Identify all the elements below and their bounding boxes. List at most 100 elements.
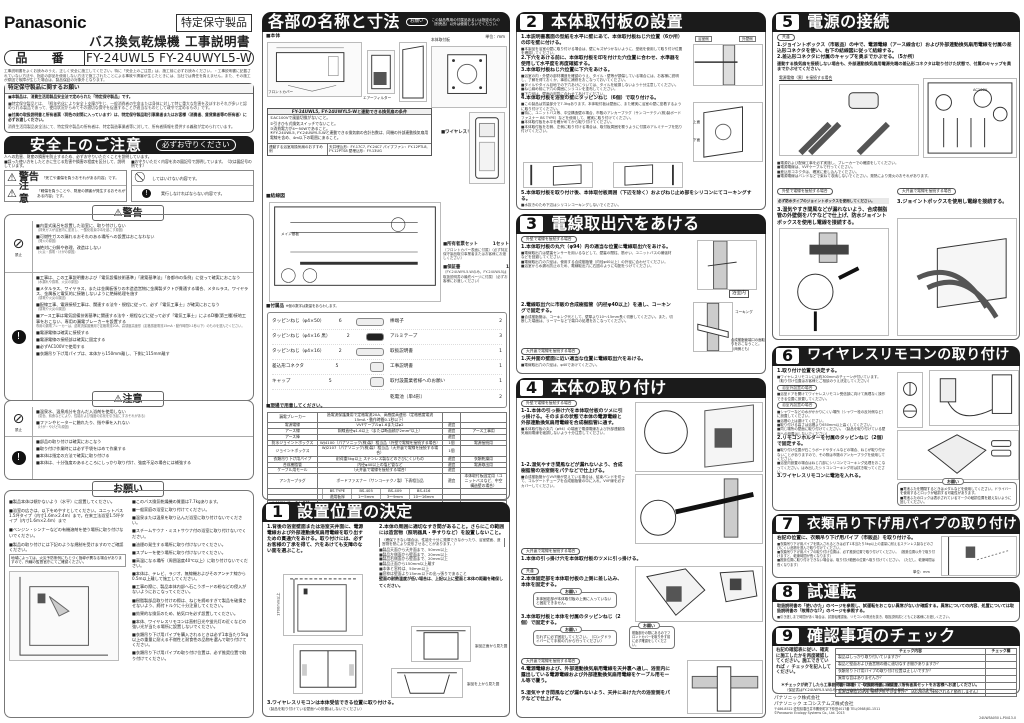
- s2-steps: 1.本説明書裏面の型紙を水平に壁にあて、本体取付板ねじ穴位置（6か所）の印を壁に…: [521, 35, 683, 134]
- s4-mount-figure: [635, 566, 763, 622]
- parts-names-panel: ■本体 単位：mm フロントカバー エアーフィルター 本体取付板 FY-24UW…: [262, 32, 510, 517]
- warning-item: ■メタルラス、ワイヤラス、または金属板張りの木造造営物に金属製ダクトが貫通する場…: [36, 286, 249, 301]
- column-4: 5 電源の接続 共通 1.ジョイントボックス（市販品）の中で、電源電線（アース線…: [772, 4, 1020, 720]
- model-label: 品 番: [5, 50, 85, 66]
- warning-item: ■電源電線は確実に接続する: [36, 329, 89, 335]
- anchor-cell: BS-409: [380, 489, 409, 495]
- outer-connection-tag: 外壁で電線を接続する場合: [521, 400, 577, 407]
- section-title: 電源の接続: [807, 12, 890, 31]
- s3-hole-figure: [697, 240, 757, 290]
- caution-mandatory-row: ! ■部品の取り付けは確実におこなう ■取り付け作業時には必ず手袋をはめて作業す…: [5, 437, 253, 479]
- warning-box: ⊘禁止 ■内釜式風呂を設置した浴室に、取り付けしない（排気ガスが浴室内に逆流し、…: [4, 214, 254, 401]
- ceiling-connection-tag: 天井裏で電線を接続する場合: [521, 658, 581, 665]
- accessories-note: ※個の数字は数量をあらわします。: [285, 304, 339, 308]
- s4-step2-request: お願い 本体固定部が本体取付板の上側に入っていないと固定できません。: [533, 588, 617, 608]
- body-label: ■本体: [266, 34, 281, 39]
- special-product-badge: 特定保守製品: [176, 14, 252, 32]
- s5-notes: ■電源および配線工事を必ず実施し、ブレーカーでの確認をしてください。 ■電源電線…: [777, 161, 931, 179]
- warranty-qty: 1: [505, 264, 509, 270]
- s5-connector-figure: [779, 84, 919, 156]
- wall-figure: [399, 42, 427, 102]
- section-4-panel: 外壁で電線を接続する場合 1-1.本体の引っ掛け穴を本体取付板のツメに引っ掛ける…: [516, 398, 766, 718]
- warranty-note: （FY-24UWYL5-Wのみ。FY-24UWL5は取扱説明書の最終ページに付属…: [443, 270, 508, 283]
- request-item: ■本体、ワイヤレスリモコンは直射日光や蛍光灯の近くなどの強い光が当たる場所に設置…: [132, 618, 247, 629]
- check-cell[interactable]: [985, 667, 1017, 676]
- anchor-cell: 1〜5mm: [351, 494, 380, 500]
- safety-title: 安全上のご注意: [30, 135, 143, 154]
- s4-hook-figure: [635, 402, 763, 472]
- section-4-header: 4 本体の取り付け: [516, 378, 766, 398]
- wiring-diagram: [269, 202, 441, 302]
- request-item: ■スチームサウナ・ミストサウナ付の浴室に取り付けないでください。: [132, 528, 247, 539]
- request-item: ■スプレーを使う場所に取り付けないでください。: [132, 549, 226, 555]
- column-3: 2 本体取付板の設置 1.本説明書裏面の型紙を水平に壁にあて、本体取付板ねじ穴位…: [516, 4, 766, 719]
- check-cell[interactable]: [985, 653, 1017, 662]
- check-cell[interactable]: [985, 681, 1017, 690]
- table-cell: 過電流保護兼用で定格電流20A、高感度高速形（定格感度電流15mA・動作時間0.…: [317, 411, 443, 424]
- remote-label: ■ワイヤレスリモコン: [441, 130, 485, 135]
- s5-outer-box-figure: [779, 228, 889, 336]
- request-item: ■油煙の発生する場所に取り付けないでください。: [132, 541, 226, 547]
- request-item: ■このバス換気乾燥機の質量は7.7kgあります。: [132, 499, 221, 504]
- caution-item: ■部品の取り付けは確実におこなう: [36, 439, 102, 444]
- table-cell: 漏電ブレーカー: [267, 411, 318, 424]
- safety-legend: ⚠ 警告 「死亡や重傷を負うおそれがある内容」です。 ⚠ 注意 「軽傷を負うこと…: [4, 170, 254, 205]
- s2-plate-figure: [693, 102, 763, 162]
- pipe-note-label: 合成樹脂管端口の面取りをおこなうこと。（両側とも）: [731, 338, 765, 351]
- section-title: 本体の取り付け: [551, 378, 667, 397]
- legend-left: ■誤った使い方をしたときに生じる危害や損害の程度を区分して、説明しています。: [4, 158, 125, 169]
- section-title: 試運転: [807, 582, 857, 601]
- accessory-item: 乾電池（単4形）2: [390, 394, 502, 400]
- request-item: ■本体は、テレビ、ラジオ、無線機およびそのアンテナ線から0.5m以上離して施工し…: [132, 571, 246, 582]
- section-6-header: 6 ワイヤレスリモコンの取り付け: [772, 346, 1020, 366]
- s1-plan-figure: [293, 644, 363, 694]
- section-5-panel: 共通 1.ジョイントボックス（市販品）の中で、電源電線（アース線含む）および外部…: [772, 32, 1020, 340]
- table-cell: [442, 411, 461, 424]
- section-number: 9: [776, 628, 800, 644]
- s6-holder-figure: [929, 370, 1019, 426]
- unit-label: 単位：mm: [913, 570, 930, 574]
- request-item: ■一般家庭の浴室に取り付けてください。: [132, 507, 210, 513]
- warning-section-title: ⚠警告: [92, 205, 164, 221]
- warning-item: ■工事は、この工事説明書および「電気設備技術基準」「建築基準法」「各都市の条例」…: [36, 275, 241, 285]
- check-cell[interactable]: [985, 660, 1017, 669]
- section-title: 衣類吊り下げ用パイプの取り付け: [807, 515, 1018, 532]
- anchor-cell: BS-405: [351, 489, 380, 495]
- caution-box: ⊘禁止 ■温泉水、温泉成分を含んだ入浴剤を使用しない（変色、錆食などにより、性能…: [4, 400, 254, 480]
- model-numbers: FY-24UWL5 FY-24UWYL5-W: [85, 50, 252, 65]
- s4-step2: 2.本体固定部を本体取付板の上側に差し込み、本体を固定する。: [521, 577, 623, 588]
- s5-ceiling-box-figure: [897, 218, 1017, 336]
- outer-connection-tag: 外壁で電線を接続する場合: [777, 188, 833, 195]
- s2-step5: 5.本体取付板を取り付け後、本体取付板周囲（下辺を除く）およびねじ止め部をシリコ…: [521, 191, 752, 207]
- section-6-panel: 1.取り付け位置を決定する。 ■ワイヤレスリモコンには約300mmのチェーンが付…: [772, 366, 1020, 511]
- s9-side-text: 右記の確認表に従い、確実に施工したかを再度確認してください。施工できていれば ✓…: [776, 648, 831, 675]
- outside-tag: 浴室外設置の場合: [777, 384, 818, 392]
- accessory-item: タッピンねじ（φ4×16 黒）2: [272, 330, 384, 345]
- warning-mandatory-row: ! ■工事は、この工事説明書および「電気設備技術基準」「建築基準法」「各都市の条…: [5, 273, 253, 401]
- mandatory-icon: !: [5, 437, 33, 479]
- table-cell: [460, 445, 507, 457]
- s4-corrugated-figure: [635, 474, 763, 544]
- requests-box: ■製品本体は傾かないよう（水平）に設置してください。 ■浴室の広さは、以下をめや…: [4, 490, 254, 718]
- sm-item: ■特定保守製品とは、「経年劣化により安全上支障が生じ、一般消費者の生命または身体…: [8, 100, 247, 111]
- s2-alu-figure-right: [613, 162, 683, 188]
- request-item: ■ベンジン・シンナーなどの有機溶剤を使う場所に取り付けないでください。: [9, 527, 124, 538]
- caution-item: ■ファンやヒーターに触れたり、指や棒を入れない（けが・やけどの原因）: [36, 420, 130, 430]
- warning-item: ■内釜式風呂を設置した浴室に、取り付けしない（排気ガスが浴室内に逆流し、一酸化炭…: [36, 223, 126, 233]
- table-cell: ジョイントボックス: [267, 445, 318, 457]
- outer-side-label: 外壁側: [739, 36, 756, 43]
- s5-wiring-diagram: [923, 78, 1017, 158]
- remote-figure: [469, 112, 505, 184]
- screw-icon: [356, 318, 384, 326]
- section-8-panel: 取扱説明書の「使いかた」のページを参照し、試運転をおこない異常がないか確認する。…: [772, 602, 1020, 622]
- check-cell[interactable]: [985, 674, 1017, 683]
- table-cell: 1個: [442, 445, 461, 457]
- s4-step5: 5.湿気やすき間風などが漏れないよう、天井にあけた穴の浴室側をパテなどで仕上げる…: [521, 691, 670, 702]
- screw-icon: [356, 348, 384, 356]
- anchor-cell: BS TYPE: [322, 489, 351, 495]
- check-cell[interactable]: [985, 688, 1017, 697]
- mount-plate-figure: [431, 46, 507, 108]
- prepare-table-row: 合成樹脂管内径φ40以上の塩ビ管など適宜電源取出用: [267, 461, 507, 469]
